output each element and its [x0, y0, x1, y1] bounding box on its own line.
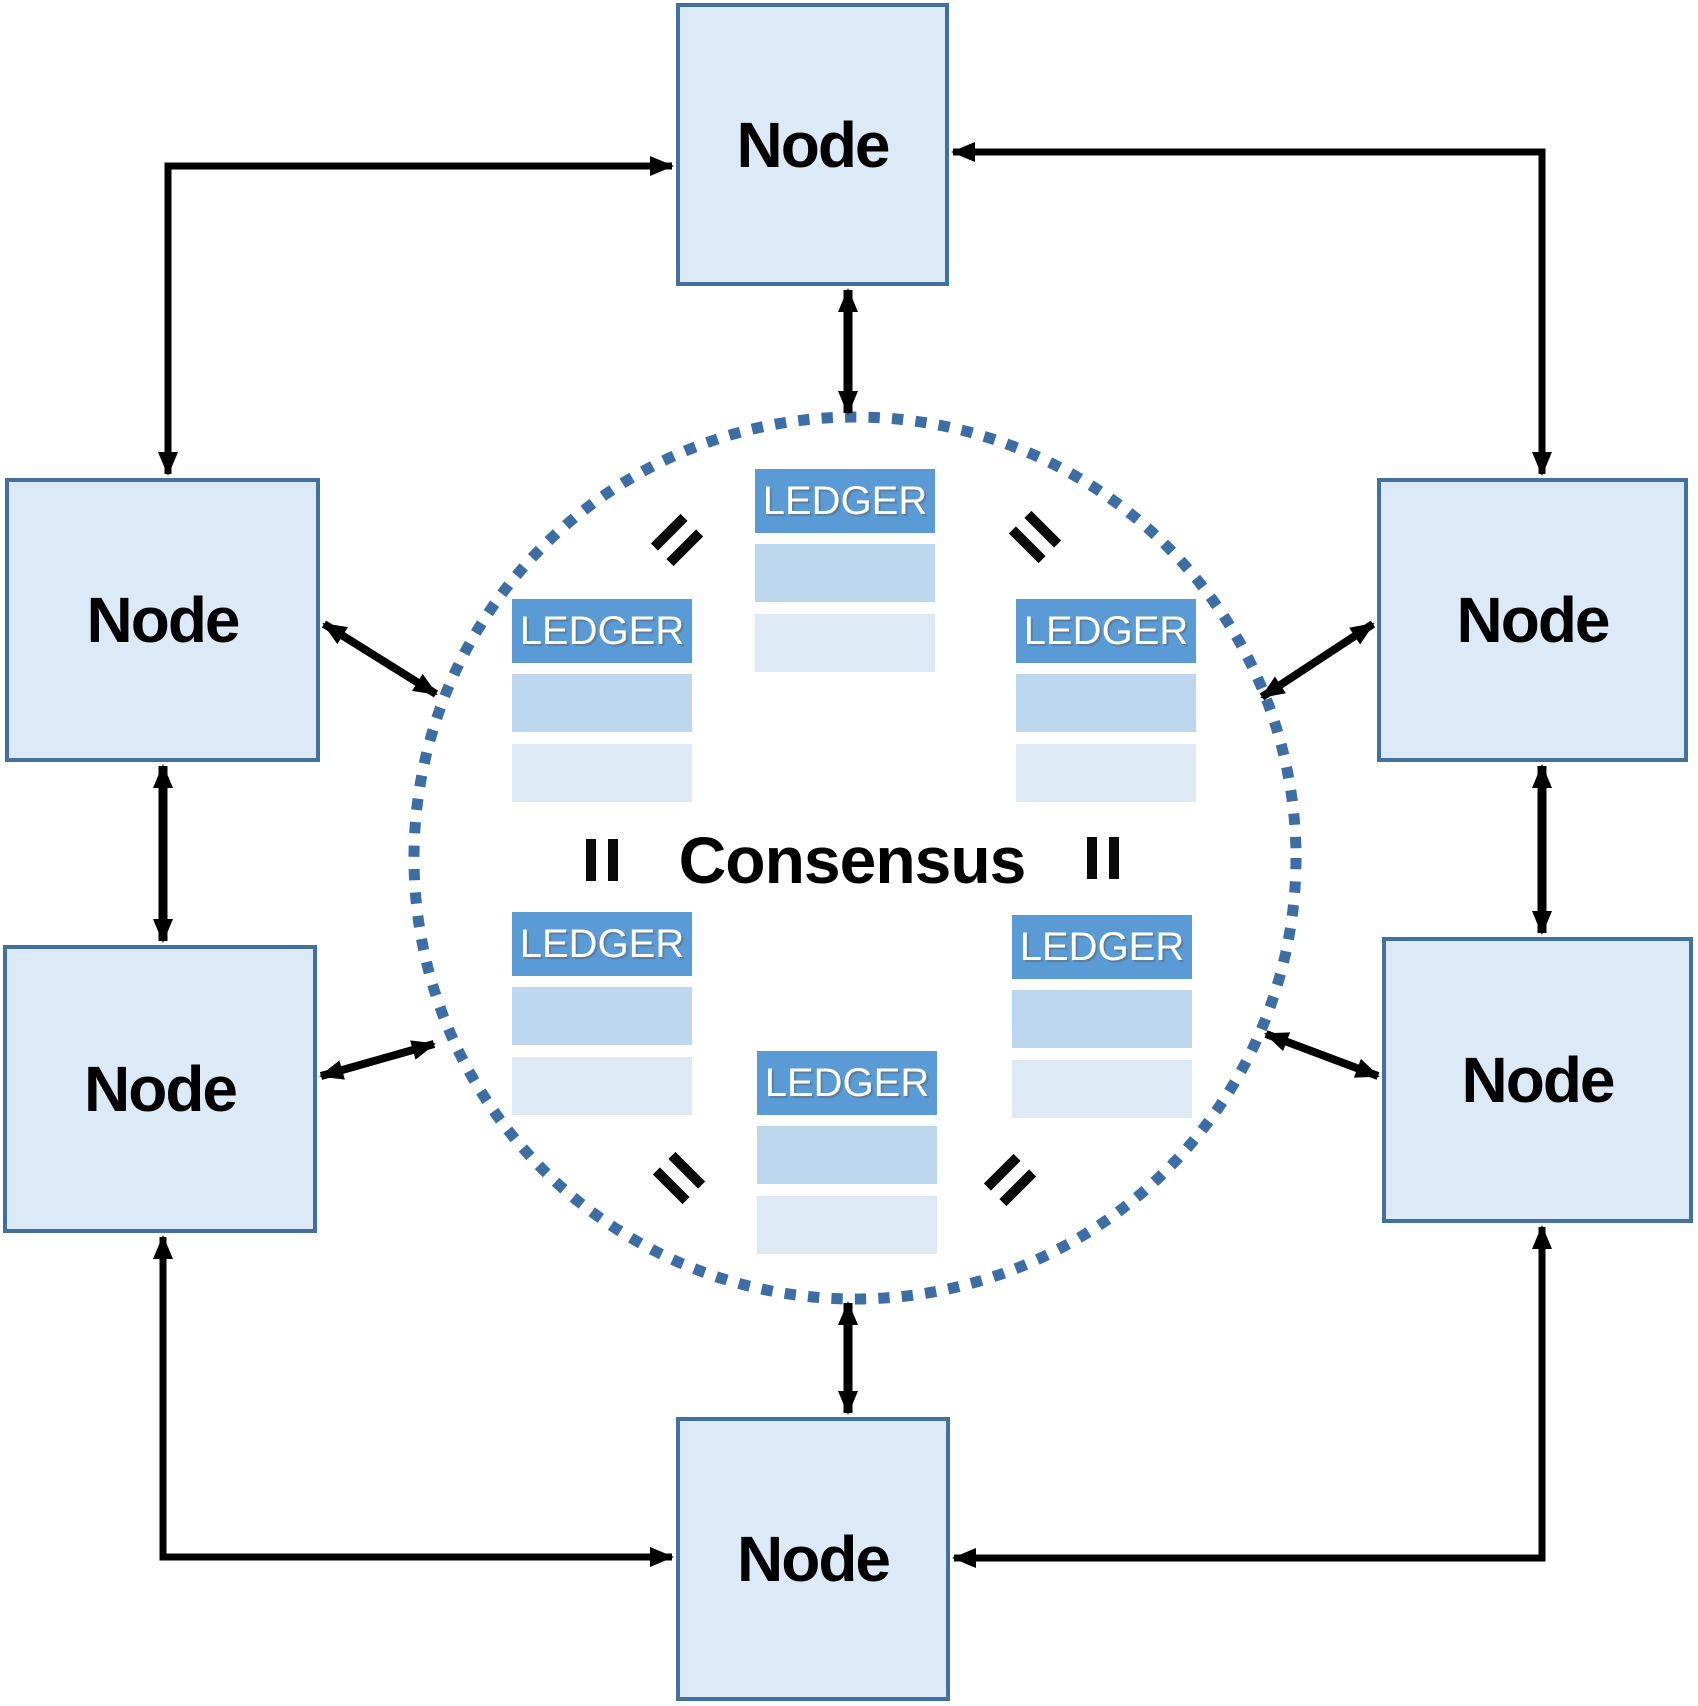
consensus-caption: Consensus [678, 823, 1027, 897]
node-top: Node [676, 3, 949, 286]
ledger-bottom-center: LEDGER [757, 1051, 937, 1254]
ledger-bottom-center-header: LEDGER [757, 1051, 937, 1115]
ledger-upper-left-header: LEDGER [512, 599, 692, 663]
ledger-row [512, 744, 692, 802]
ledger-upper-right-header: LEDGER [1016, 599, 1196, 663]
node-bottom-label: Node [737, 1523, 891, 1595]
ledger-row [1012, 1060, 1192, 1118]
ledger-top-center: LEDGER [755, 469, 935, 672]
arrow-left-upper-node-circle [321, 620, 439, 698]
ledger-row [1016, 674, 1196, 732]
equals-sign-top-left [650, 513, 704, 567]
arrow-elbow-top-right [951, 142, 1552, 476]
ledger-top-center-header: LEDGER [755, 469, 935, 533]
equals-sign-mid-left [586, 839, 618, 881]
node-top-label: Node [736, 108, 891, 181]
ledger-upper-left: LEDGER [512, 599, 692, 802]
ledger-row [757, 1126, 937, 1184]
arrow-elbow-top-left [158, 156, 674, 476]
equals-sign-bottom-left [652, 1151, 706, 1205]
node-left-lower-label: Node [84, 1053, 238, 1125]
ledger-row [755, 614, 935, 672]
node-left-upper: Node [5, 478, 320, 762]
ledger-upper-right: LEDGER [1016, 599, 1196, 802]
arrow-elbow-bottom-left [153, 1235, 674, 1567]
ledger-row [512, 987, 692, 1045]
equals-bar [1087, 837, 1097, 879]
node-right-upper: Node [1377, 478, 1688, 762]
node-left-lower: Node [3, 945, 317, 1233]
equals-sign-top-right [1008, 510, 1062, 564]
node-right-lower-label: Node [1461, 1044, 1616, 1116]
node-right-lower: Node [1382, 937, 1693, 1223]
node-right-upper-label: Node [1456, 584, 1611, 656]
ledger-row [1016, 744, 1196, 802]
arrow-left-lower-node-circle [319, 1040, 436, 1080]
arrow-right-upper-node-circle [1259, 620, 1376, 701]
equals-sign-bottom-right [983, 1153, 1037, 1207]
arrow-elbow-bottom-right [952, 1225, 1552, 1568]
equals-bar [608, 839, 618, 881]
node-left-upper-label: Node [86, 584, 241, 656]
equals-sign-mid-right [1087, 837, 1119, 879]
ledger-row [1012, 990, 1192, 1048]
ledger-row [755, 544, 935, 602]
ledger-row [512, 674, 692, 732]
ledger-lower-right-header: LEDGER [1012, 915, 1192, 979]
node-bottom: Node [676, 1417, 950, 1701]
arrow-right-lower-node-circle [1264, 1030, 1380, 1080]
ledger-lower-left: LEDGER [512, 912, 692, 1115]
ledger-lower-left-header: LEDGER [512, 912, 692, 976]
equals-bar [1109, 837, 1119, 879]
ledger-lower-right: LEDGER [1012, 915, 1192, 1118]
equals-bar [586, 839, 596, 881]
ledger-row [757, 1196, 937, 1254]
ledger-row [512, 1057, 692, 1115]
